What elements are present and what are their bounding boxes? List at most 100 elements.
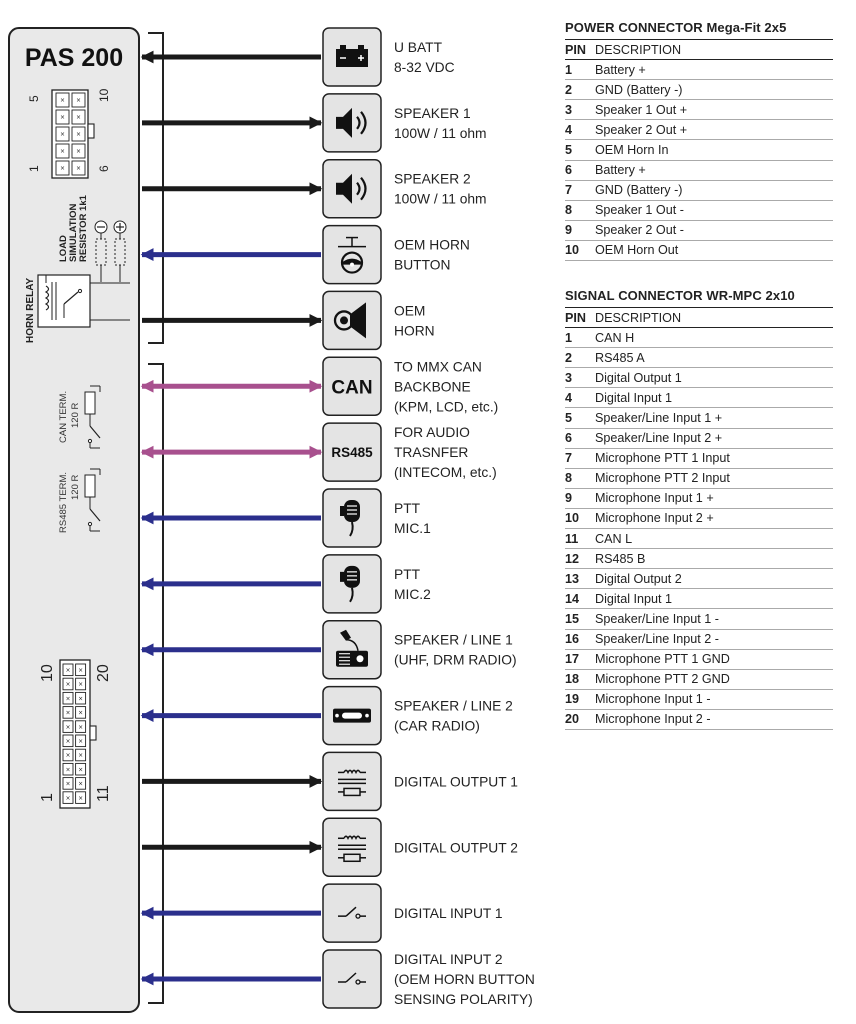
signal-connector-title: SIGNAL CONNECTOR WR-MPC 2x10 bbox=[565, 288, 833, 308]
pin-description: Speaker 2 Out - bbox=[595, 223, 684, 238]
pin-description: Speaker 2 Out + bbox=[595, 122, 688, 137]
pin-description: Digital Output 1 bbox=[595, 370, 682, 385]
power-pin-label-6: 6 bbox=[97, 165, 111, 172]
pin-x-mark: × bbox=[76, 114, 81, 121]
connector-pin bbox=[62, 706, 74, 719]
connection-label: OEM HORN bbox=[394, 238, 470, 253]
connection-label: (UHF, DRM RADIO) bbox=[394, 653, 517, 668]
pin-number: 5 bbox=[565, 143, 573, 158]
pin-number: 15 bbox=[565, 611, 580, 626]
pin-x-mark: × bbox=[76, 165, 81, 172]
power-pin-label-10: 10 bbox=[97, 88, 111, 102]
power-connector-header: PIN DESCRIPTION bbox=[565, 40, 833, 61]
rs485-termination: RS485 TERM. 120 R bbox=[58, 468, 101, 533]
peripheral-box bbox=[322, 422, 382, 482]
pin-number: 6 bbox=[565, 163, 573, 178]
connector-pin bbox=[55, 109, 70, 125]
connector-pin bbox=[62, 720, 74, 733]
pin-number: 11 bbox=[565, 531, 579, 546]
pin-description: OEM Horn In bbox=[595, 143, 669, 158]
pin-x-mark: × bbox=[78, 781, 83, 788]
horn-relay: HORN RELAY bbox=[25, 274, 130, 343]
signal-pin-label-11: 11 bbox=[95, 785, 112, 802]
connector-pin bbox=[55, 143, 70, 159]
switch-icon bbox=[338, 906, 366, 919]
description-header: DESCRIPTION bbox=[595, 42, 682, 57]
power-pin-label-5: 5 bbox=[27, 95, 41, 102]
pin-x-mark: × bbox=[60, 148, 65, 155]
pin-description: Speaker/Line Input 2 + bbox=[595, 431, 723, 446]
connector-pin bbox=[55, 126, 70, 142]
battery-icon bbox=[336, 45, 368, 67]
car-radio-icon bbox=[333, 708, 371, 723]
horn-button-icon bbox=[338, 236, 366, 274]
pin-number: 3 bbox=[565, 102, 573, 117]
power-pin-label-1: 1 bbox=[27, 165, 41, 172]
pin-description: Microphone Input 2 - bbox=[595, 712, 711, 727]
can-termination: CAN TERM. 120 R bbox=[58, 385, 101, 449]
microphone-icon bbox=[340, 500, 360, 537]
pin-x-mark: × bbox=[78, 795, 83, 802]
connection-label: TO MMX CAN bbox=[394, 359, 482, 374]
signal-bus-bracket bbox=[148, 363, 164, 1004]
signal-connector-header: PIN DESCRIPTION bbox=[565, 308, 833, 329]
connector-pin bbox=[62, 677, 74, 691]
relay-output-icon bbox=[338, 769, 366, 797]
pin-number: 4 bbox=[565, 390, 573, 405]
connection-14: DIGITAL INPUT 1 bbox=[140, 883, 503, 943]
pin-x-mark: × bbox=[78, 710, 83, 717]
pin-x-mark: × bbox=[65, 695, 70, 702]
connection-label: DIGITAL INPUT 2 bbox=[394, 952, 503, 967]
connector-pin bbox=[55, 160, 70, 176]
connector-pin bbox=[75, 691, 87, 705]
pin-number: 13 bbox=[565, 571, 580, 586]
pin-description: Battery + bbox=[595, 163, 646, 178]
switch-icon bbox=[338, 972, 366, 985]
pin-description: GND (Battery -) bbox=[595, 82, 683, 97]
pin-x-mark: × bbox=[78, 681, 83, 688]
pin-x-mark: × bbox=[65, 681, 70, 688]
connection-label: SPEAKER / LINE 2 bbox=[394, 699, 513, 714]
connector-pin bbox=[75, 777, 87, 790]
rs485-term-label-2: 120 R bbox=[70, 475, 81, 500]
connection-label: MIC.2 bbox=[394, 587, 431, 602]
connector-pin bbox=[62, 748, 74, 762]
pin-header: PIN bbox=[565, 42, 586, 57]
connection-label: FOR AUDIO bbox=[394, 425, 470, 440]
connector-pin bbox=[62, 777, 74, 790]
peripheral-box bbox=[322, 949, 382, 1009]
connection-label: (KPM, LCD, etc.) bbox=[394, 399, 498, 414]
pin-x-mark: × bbox=[78, 738, 83, 745]
pin-x-mark: × bbox=[78, 752, 83, 759]
pin-description: Microphone PTT 2 Input bbox=[595, 471, 730, 486]
power-connector-table: POWER CONNECTOR Mega-Fit 2x5 PIN DESCRIP… bbox=[565, 20, 833, 262]
signal-pin-row: 4 Digital Input 1 bbox=[565, 388, 833, 409]
pin-description: Digital Input 1 bbox=[595, 390, 673, 405]
pin-number: 1 bbox=[565, 330, 573, 345]
load-sim-label-2: SIMULATION bbox=[68, 203, 79, 262]
connection-label: U BATT bbox=[394, 40, 443, 55]
connection-11: SPEAKER / LINE 2(CAR RADIO) bbox=[140, 685, 513, 746]
connector-pin bbox=[75, 677, 87, 691]
pin-description: Speaker 1 Out + bbox=[595, 102, 688, 117]
pin-description: Microphone Input 2 + bbox=[595, 511, 714, 526]
power-pin-row: 5 OEM Horn In bbox=[565, 140, 833, 161]
speaker-icon bbox=[336, 173, 367, 204]
pin-number: 9 bbox=[565, 223, 573, 238]
